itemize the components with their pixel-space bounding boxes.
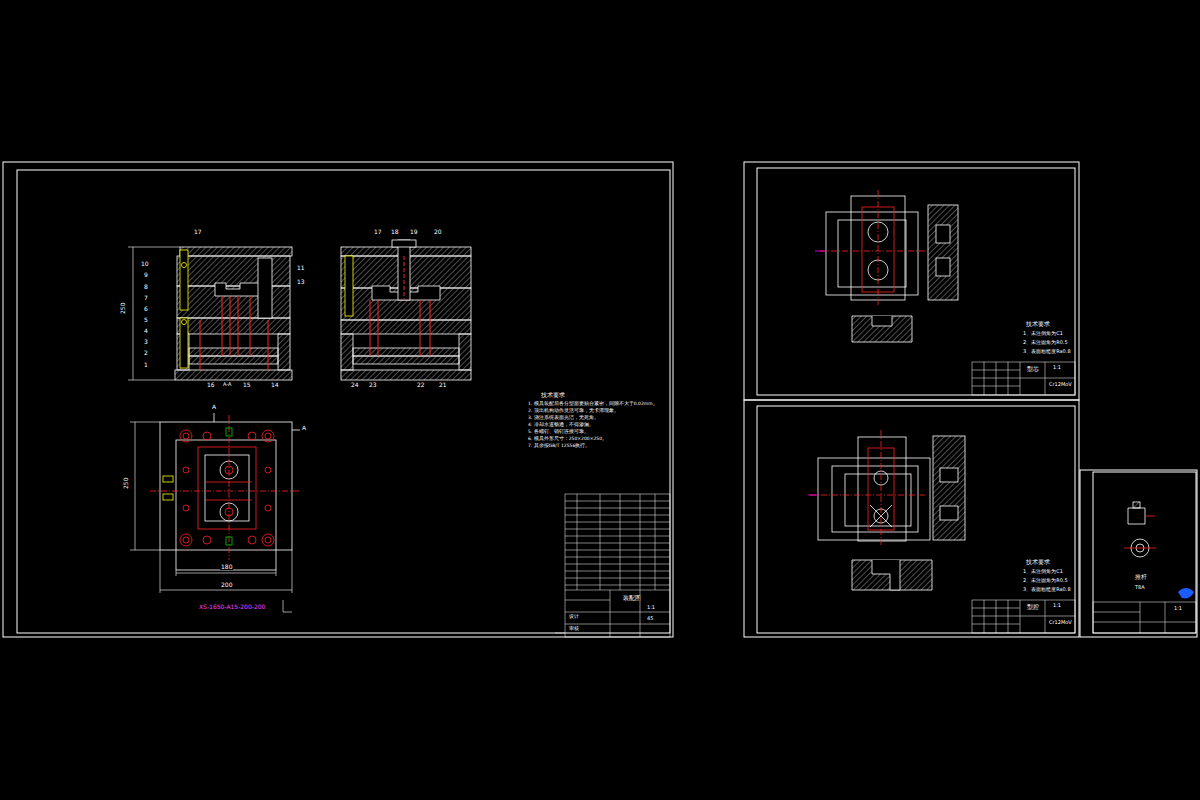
note-text: Cr12MoV (1048, 620, 1073, 625)
note-text: 3. 浇注系统表面光洁，无死角。 (527, 416, 600, 421)
title-block (555, 494, 670, 637)
note-text: 技术要求 (1025, 559, 1051, 565)
note-text: 6. 模具外形尺寸：250×200×250。 (527, 437, 608, 442)
note-text: 1、未注倒角为C1 (1022, 331, 1064, 336)
note-text: 型芯 (1026, 366, 1040, 372)
core-drawing (815, 190, 958, 342)
callout-number: 18 (390, 229, 400, 235)
ejector-pins (200, 296, 268, 370)
callout-number: 23 (368, 382, 378, 388)
callout-number: A-A (222, 382, 232, 387)
note-text: 2、未注圆角为R0.5 (1022, 340, 1069, 345)
dimension-lines (128, 247, 292, 612)
callout-number: 16 (206, 382, 216, 388)
pin-drawing (1093, 502, 1196, 633)
callout-number: 5 (143, 317, 149, 323)
note-text: 1、未注倒角为C1 (1022, 569, 1064, 574)
callout-number: 14 (270, 382, 280, 388)
callout-number: 17 (193, 229, 203, 235)
callout-number: 15 (242, 382, 252, 388)
note-text: 装配图 (622, 595, 642, 601)
callout-number: 24 (350, 382, 360, 388)
callout-number: 10 (140, 261, 150, 267)
note-text: 1. 模具装配后各分型面要贴合紧密，间隙不大于0.02mm。 (527, 402, 659, 407)
callout-number: A (211, 404, 217, 410)
note-text: 2. 顶出机构动作灵活可靠，无卡滞现象。 (527, 409, 620, 414)
callout-number: 13 (296, 279, 306, 285)
callout-number: 2 (143, 350, 149, 356)
callout-number: 20 (433, 229, 443, 235)
callout-number: 3 (143, 339, 149, 345)
callout-number: 250 (120, 301, 126, 314)
note-text: Cr12MoV (1048, 382, 1073, 387)
callout-number: 8 (143, 284, 149, 290)
note-text: 7. 其余按GB/T 12556执行。 (527, 444, 591, 449)
callout-number: 7 (143, 295, 149, 301)
callout-number: 200 (220, 582, 233, 588)
note-text: 技术要求 (540, 392, 566, 398)
callout-number: 19 (409, 229, 419, 235)
callout-number: A (301, 425, 307, 431)
note-text: 技术要求 (1025, 321, 1051, 327)
note-text: 1:1 (1052, 365, 1062, 370)
callout-number: XS-1650-A15-200-200 (198, 604, 266, 610)
callout-number: 1 (143, 362, 149, 368)
callout-number: 9 (143, 272, 149, 278)
note-text: 审核 (568, 626, 580, 631)
note-text: 1:1 (646, 605, 656, 610)
note-text: 1:1 (1052, 603, 1062, 608)
note-text: T8A (1134, 585, 1146, 590)
callout-number: 22 (416, 382, 426, 388)
callout-number: 250 (123, 476, 129, 489)
note-text: 3、表面粗糙度Ra0.8 (1022, 349, 1072, 354)
note-text: 设计 (568, 614, 580, 619)
callout-number: 21 (438, 382, 448, 388)
note-text: 型腔 (1026, 604, 1040, 610)
note-text: 1:1 (1173, 606, 1183, 611)
note-text: 45 (646, 616, 654, 621)
note-text: 推杆 (1134, 574, 1148, 580)
note-text: 5. 各螺钉、销钉连接可靠。 (527, 430, 590, 435)
note-text: 3、表面粗糙度Ra0.8 (1022, 587, 1072, 592)
callout-number: 17 (373, 229, 383, 235)
note-text: 4. 冷却水道畅通，不得渗漏。 (527, 423, 595, 428)
section-view-left (175, 247, 292, 380)
callout-number: 180 (220, 564, 233, 570)
note-text: 2、未注圆角为R0.5 (1022, 578, 1069, 583)
callout-number: 4 (143, 328, 149, 334)
callout-number: 11 (296, 265, 306, 271)
plan-view (150, 413, 300, 570)
cavity-drawing (808, 430, 965, 590)
sheet-frames (3, 162, 1197, 637)
section-view-right (341, 240, 471, 380)
callout-number: 6 (143, 306, 149, 312)
